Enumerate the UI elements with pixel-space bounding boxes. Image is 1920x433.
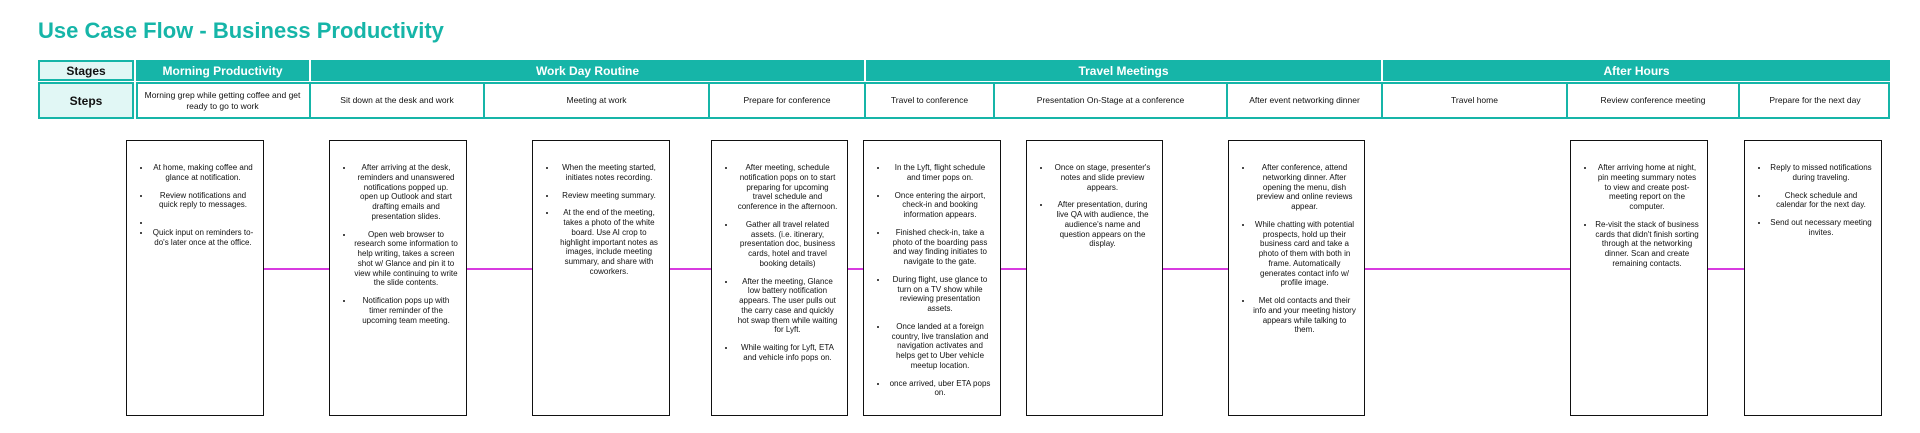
connector-line [848, 268, 863, 270]
step-presentation-on-stage: Presentation On-Stage at a conference [995, 82, 1228, 119]
step-travel-home: Travel home [1383, 82, 1568, 119]
card-note: Met old contacts and their info and your… [1253, 296, 1356, 335]
connector-line [1001, 268, 1026, 270]
card-note: While chatting with potential prospects,… [1253, 220, 1356, 288]
card-review-conference-meeting: After arriving home at night, pin meetin… [1570, 140, 1708, 416]
stage-header-work-day-routine: Work Day Routine [311, 60, 864, 81]
card-note: At the end of the meeting, takes a photo… [557, 208, 661, 276]
card-note: Once on stage, presenter's notes and sli… [1051, 163, 1154, 192]
card-note: Open web browser to research some inform… [354, 230, 458, 289]
card-morning-productivity: At home, making coffee and glance at not… [126, 140, 264, 416]
card-note: After meeting, schedule notification pop… [736, 163, 839, 212]
step-networking-dinner: After event networking dinner [1228, 82, 1383, 119]
card-note: Quick input on reminders to-do's later o… [151, 228, 255, 248]
card-note: During flight, use glance to turn on a T… [888, 275, 992, 314]
step-review-conference-meeting: Review conference meeting [1568, 82, 1740, 119]
step-meeting-at-work: Meeting at work [485, 82, 710, 119]
card-note: Reply to missed notifications during tra… [1769, 163, 1873, 183]
step-travel-to-conference: Travel to conference [866, 82, 995, 119]
card-note: After conference, attend networking dinn… [1253, 163, 1356, 212]
card-travel-to-conference: In the Lyft, flight schedule and timer p… [863, 140, 1001, 416]
stage-header-travel-meetings: Travel Meetings [866, 60, 1381, 81]
connector-line [1708, 268, 1744, 270]
card-sit-down-at-desk: After arriving at the desk, reminders an… [329, 140, 467, 416]
step-prepare-next-day: Prepare for the next day [1769, 95, 1861, 106]
connector-line [264, 268, 329, 270]
card-note: When the meeting started, initiates note… [557, 163, 661, 183]
card-note: Review notifications and quick reply to … [151, 191, 255, 211]
card-note: After the meeting, Glance low battery no… [736, 277, 839, 336]
card-prepare-next-day: Reply to missed notifications during tra… [1744, 140, 1882, 416]
steps-row [136, 82, 1890, 119]
card-note: After arriving home at night, pin meetin… [1595, 163, 1699, 212]
connector-line [670, 268, 711, 270]
card-note: At home, making coffee and glance at not… [151, 163, 255, 183]
connector-line [1163, 268, 1228, 270]
page-title: Use Case Flow - Business Productivity [38, 18, 444, 43]
card-note: After arriving at the desk, reminders an… [354, 163, 458, 222]
card-note: Re-visit the stack of business cards tha… [1595, 220, 1699, 269]
card-presentation-on-stage: Once on stage, presenter's notes and sli… [1026, 140, 1163, 416]
card-prepare-for-conference: After meeting, schedule notification pop… [711, 140, 848, 416]
stages-label: Stages [38, 60, 134, 81]
card-note: Once landed at a foreign country, live t… [888, 322, 992, 371]
card-note: Finished check-in, take a photo of the b… [888, 228, 992, 267]
card-networking-dinner: After conference, attend networking dinn… [1228, 140, 1365, 416]
card-note: Gather all travel related assets. (i.e. … [736, 220, 839, 269]
connector-line [1365, 268, 1570, 270]
step-morning-grep: Morning grep while getting coffee and ge… [136, 82, 311, 119]
card-note [151, 218, 255, 228]
stage-header-after-hours: After Hours [1383, 60, 1890, 81]
card-meeting-at-work: When the meeting started, initiates note… [532, 140, 670, 416]
card-note: Once entering the airport, check-in and … [888, 191, 992, 220]
card-note: once arrived, uber ETA pops on. [888, 379, 992, 399]
stage-header-morning-productivity: Morning Productivity [136, 60, 309, 81]
steps-label: Steps [38, 82, 134, 119]
card-note: In the Lyft, flight schedule and timer p… [888, 163, 992, 183]
card-note: Review meeting summary. [557, 191, 661, 201]
card-note: After presentation, during live QA with … [1051, 200, 1154, 249]
card-note: Check schedule and calendar for the next… [1769, 191, 1873, 211]
card-note: While waiting for Lyft, ETA and vehicle … [736, 343, 839, 363]
card-note: Send out necessary meeting invites. [1769, 218, 1873, 238]
step-prepare-for-conference: Prepare for conference [710, 82, 866, 119]
step-sit-down-at-desk: Sit down at the desk and work [311, 82, 485, 119]
card-note: Notification pops up with timer reminder… [354, 296, 458, 325]
connector-line [467, 268, 532, 270]
